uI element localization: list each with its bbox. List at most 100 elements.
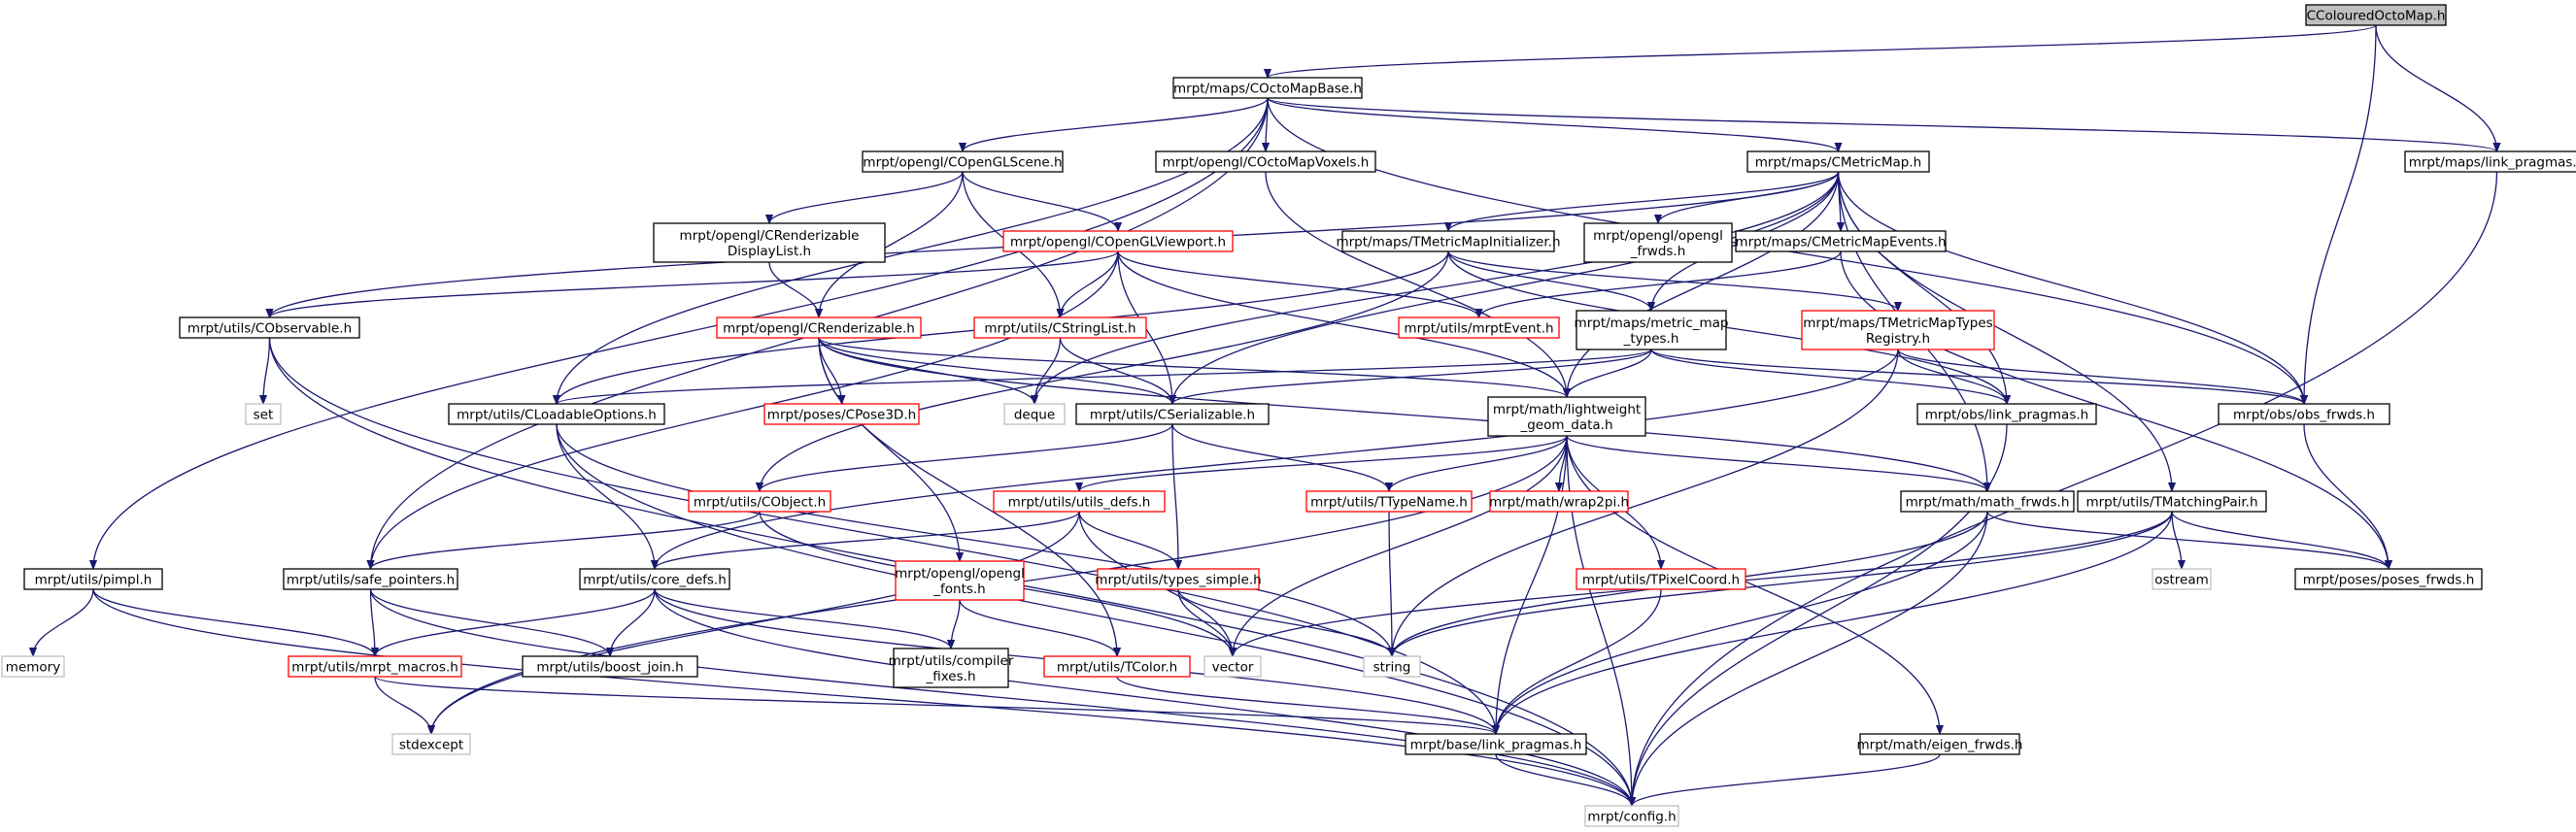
node-box-tpixelcoord bbox=[1576, 568, 1746, 590]
edge-pimpl-to-memory bbox=[33, 588, 94, 657]
node-ttypename[interactable]: mrpt/utils/TTypeName.h bbox=[1305, 490, 1473, 513]
node-box-base_link_pragmas bbox=[1405, 733, 1587, 755]
node-base_link_pragmas[interactable]: mrpt/base/link_pragmas.h bbox=[1405, 733, 1587, 755]
node-ccolouredoctomap[interactable]: CColouredOctoMap.h bbox=[2305, 4, 2447, 26]
node-string[interactable]: string bbox=[1363, 655, 1421, 678]
edge-core_defs-to-boost_join bbox=[610, 588, 656, 656]
node-mrptevent[interactable]: mrpt/utils/mrptEvent.h bbox=[1398, 316, 1560, 339]
edge-copenglscene-to-copenglviewport bbox=[962, 171, 1118, 232]
edge-utils_defs-to-core_defs bbox=[655, 511, 1080, 570]
node-tpixelcoord[interactable]: mrpt/utils/TPixelCoord.h bbox=[1576, 568, 1746, 590]
node-opengl_frwds[interactable]: mrpt/opengl/opengl_frwds.h bbox=[1583, 222, 1733, 263]
node-copenglviewport[interactable]: mrpt/opengl/COpenGLViewport.h bbox=[1002, 230, 1234, 252]
node-pimpl[interactable]: mrpt/utils/pimpl.h bbox=[23, 568, 163, 590]
node-box-opengl_fonts bbox=[895, 560, 1025, 601]
node-label-copenglviewport: mrpt/opengl/COpenGLViewport.h bbox=[1010, 235, 1226, 250]
node-poses_frwds[interactable]: mrpt/poses/poses_frwds.h bbox=[2294, 568, 2483, 590]
node-safe_pointers[interactable]: mrpt/utils/safe_pointers.h bbox=[283, 568, 458, 590]
node-compiler_fixes[interactable]: mrpt/utils/compiler_fixes.h bbox=[889, 648, 1014, 688]
edge-math_frwds-to-config bbox=[1632, 511, 1988, 806]
node-box-core_defs bbox=[579, 568, 730, 590]
node-copenglscene[interactable]: mrpt/opengl/COpenGLScene.h bbox=[862, 150, 1064, 173]
edge-cmetricmapevents-to-mrptevent bbox=[1479, 250, 1842, 318]
edge-types_simple-to-vector bbox=[1177, 588, 1233, 657]
node-box-set bbox=[245, 403, 282, 425]
node-math_frwds[interactable]: mrpt/math/math_frwds.h bbox=[1900, 490, 2075, 513]
node-label-mrpt_macros: mrpt/utils/mrpt_macros.h bbox=[291, 660, 458, 676]
node-utils_defs[interactable]: mrpt/utils/utils_defs.h bbox=[993, 490, 1166, 513]
edge-lightweight_geom_data-to-base_link_pragmas bbox=[1496, 435, 1568, 734]
node-cmetricmap[interactable]: mrpt/maps/CMetricMap.h bbox=[1746, 150, 1930, 173]
edge-pimpl-to-config bbox=[92, 588, 1632, 806]
edge-lightweight_geom_data-to-utils_defs bbox=[1079, 435, 1568, 492]
node-cobservable[interactable]: mrpt/utils/CObservable.h bbox=[179, 316, 360, 339]
node-types_simple[interactable]: mrpt/utils/types_simple.h bbox=[1095, 568, 1262, 590]
edge-tmatchingpair-to-string bbox=[1392, 511, 2173, 656]
node-cserializable[interactable]: mrpt/utils/CSerializable.h bbox=[1075, 403, 1270, 425]
edge-cmetricmap-to-obs_frwds bbox=[1837, 171, 2305, 404]
node-crenderizable[interactable]: mrpt/opengl/CRenderizable.h bbox=[716, 316, 922, 339]
edge-lightweight_geom_data-to-vector bbox=[1233, 435, 1568, 656]
node-cobject[interactable]: mrpt/utils/CObject.h bbox=[688, 490, 831, 513]
node-vector[interactable]: vector bbox=[1203, 655, 1262, 678]
node-label-pimpl: mrpt/utils/pimpl.h bbox=[35, 573, 153, 588]
node-coctomapvoxels[interactable]: mrpt/opengl/COctoMapVoxels.h bbox=[1155, 150, 1376, 173]
node-box-pimpl bbox=[23, 568, 163, 590]
node-coctomapbase[interactable]: mrpt/maps/COctoMapBase.h bbox=[1172, 77, 1363, 99]
edge-cserializable-to-ttypename bbox=[1171, 423, 1389, 492]
edge-utils_defs-to-types_simple bbox=[1078, 511, 1178, 570]
node-box-cstringlist bbox=[973, 316, 1147, 339]
node-stdexcept[interactable]: stdexcept bbox=[391, 733, 471, 755]
node-cstringlist[interactable]: mrpt/utils/CStringList.h bbox=[973, 316, 1147, 339]
edge-copenglscene-to-crenderizabledisplaylist bbox=[769, 171, 964, 224]
edge-core_defs-to-config bbox=[654, 588, 1632, 806]
node-box-crenderizabledisplaylist bbox=[653, 222, 886, 263]
edge-tcolor-to-base_link_pragmas bbox=[1116, 676, 1496, 735]
node-cloadableoptions[interactable]: mrpt/utils/CLoadableOptions.h bbox=[448, 403, 665, 425]
node-opengl_fonts[interactable]: mrpt/opengl/opengl_fonts.h bbox=[895, 560, 1025, 601]
edge-obs_link_pragmas-to-config bbox=[1632, 423, 2008, 806]
node-eigen_frwds[interactable]: mrpt/math/eigen_frwds.h bbox=[1857, 733, 2023, 755]
edge-tmetricmapinitializer-to-cobject bbox=[760, 250, 1449, 491]
node-set[interactable]: set bbox=[245, 403, 282, 425]
node-tmetricmapinitializer[interactable]: mrpt/maps/TMetricMapInitializer.h bbox=[1336, 230, 1561, 252]
node-label-boost_join: mrpt/utils/boost_join.h bbox=[536, 660, 683, 676]
edge-ccolouredoctomap-to-obs_frwds bbox=[2304, 24, 2377, 404]
node-mrpt_macros[interactable]: mrpt/utils/mrpt_macros.h bbox=[288, 655, 462, 678]
edge-cserializable-to-cobject bbox=[760, 423, 1173, 492]
node-boost_join[interactable]: mrpt/utils/boost_join.h bbox=[522, 655, 698, 678]
node-tcolor[interactable]: mrpt/utils/TColor.h bbox=[1043, 655, 1191, 678]
node-label-compiler_fixes: _fixes.h bbox=[925, 669, 975, 684]
node-cpose3d[interactable]: mrpt/poses/CPose3D.h bbox=[763, 403, 920, 425]
node-box-mrpt_macros bbox=[288, 655, 462, 678]
node-box-deque bbox=[1003, 403, 1066, 425]
node-label-core_defs: mrpt/utils/core_defs.h bbox=[583, 573, 727, 588]
node-metric_map_types[interactable]: mrpt/maps/metric_map_types.h bbox=[1575, 310, 1729, 350]
node-obs_link_pragmas[interactable]: mrpt/obs/link_pragmas.h bbox=[1916, 403, 2097, 425]
node-layer: CColouredOctoMap.h mrpt/maps/COctoMapBase… bbox=[1, 4, 2576, 827]
node-deque[interactable]: deque bbox=[1003, 403, 1066, 425]
node-box-tmetricmapinitializer bbox=[1341, 230, 1555, 252]
node-obs_frwds[interactable]: mrpt/obs/obs_frwds.h bbox=[2218, 403, 2390, 425]
node-box-vector bbox=[1203, 655, 1262, 678]
node-wrap2pi[interactable]: mrpt/math/wrap2pi.h bbox=[1489, 490, 1629, 513]
node-tmatchingpair[interactable]: mrpt/utils/TMatchingPair.h bbox=[2077, 490, 2267, 513]
edge-tmatchingpair-to-poses_frwds bbox=[2171, 511, 2389, 570]
node-label-tmetricmaptypesregistry: mrpt/maps/TMetricMapTypes bbox=[1803, 316, 1992, 331]
edge-copenglviewport-to-cobservable bbox=[270, 250, 1119, 318]
node-maps_link_pragmas[interactable]: mrpt/maps/link_pragmas.h bbox=[2404, 150, 2576, 173]
edge-lightweight_geom_data-to-math_frwds bbox=[1566, 435, 1987, 492]
node-box-ttypename bbox=[1305, 490, 1473, 513]
node-label-crenderizabledisplaylist: DisplayList.h bbox=[728, 244, 811, 259]
edge-cstringlist-to-cserializable bbox=[1059, 337, 1173, 405]
node-core_defs[interactable]: mrpt/utils/core_defs.h bbox=[579, 568, 730, 590]
node-cmetricmapevents[interactable]: mrpt/maps/CMetricMapEvents.h bbox=[1735, 230, 1947, 252]
node-memory[interactable]: memory bbox=[1, 655, 65, 678]
node-ostream[interactable]: ostream bbox=[2152, 568, 2212, 590]
node-lightweight_geom_data[interactable]: mrpt/math/lightweight_geom_data.h bbox=[1487, 396, 1646, 437]
edge-crenderizabledisplaylist-to-crenderizable bbox=[768, 261, 819, 318]
edge-coctomapbase-to-pimpl bbox=[93, 97, 1269, 569]
node-config[interactable]: mrpt/config.h bbox=[1584, 805, 1679, 827]
